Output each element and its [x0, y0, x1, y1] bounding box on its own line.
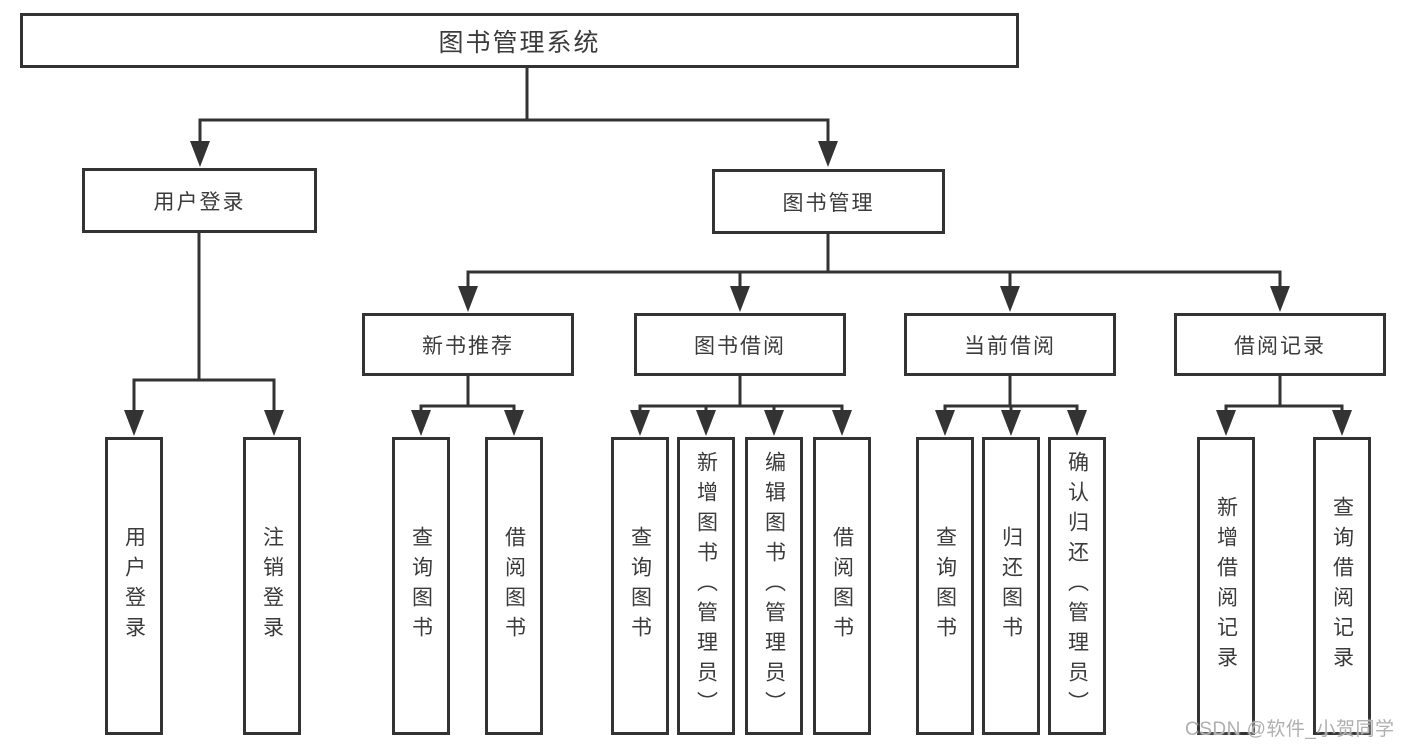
connector-new-book-rec-to-leaves: [419, 374, 516, 420]
node-book-borrow: 图书借阅: [634, 313, 846, 376]
leaf-borrow-book-recommend: 借阅图书: [485, 437, 543, 735]
leaf-add-book-admin: 新增图书（管理员）: [677, 437, 735, 735]
connector-root-to-level2: [198, 66, 830, 152]
connector-user-login-to-leaves: [132, 231, 276, 420]
leaf-user-login: 用户登录: [105, 437, 163, 735]
leaf-add-borrow-record: 新增借阅记录: [1197, 437, 1255, 735]
node-user-login: 用户登录: [82, 168, 317, 233]
node-book-management: 图书管理: [712, 169, 945, 234]
node-root-system: 图书管理系统: [20, 13, 1019, 68]
leaf-query-borrow-record: 查询借阅记录: [1313, 437, 1371, 735]
leaf-logout: 注销登录: [243, 437, 301, 735]
node-current-borrow: 当前借阅: [904, 313, 1116, 376]
leaf-return-book: 归还图书: [982, 437, 1040, 735]
csdn-watermark: CSDN @软件_小贺同学: [1185, 719, 1395, 740]
leaf-confirm-return-admin: 确认归还（管理员）: [1048, 437, 1106, 735]
arrowheads-leaves: [124, 410, 1352, 436]
leaf-query-book-current: 查询图书: [916, 437, 974, 735]
arrowheads-level2: [190, 141, 838, 167]
leaf-edit-book-admin: 编辑图书（管理员）: [745, 437, 803, 735]
leaf-query-book-recommend: 查询图书: [392, 437, 450, 735]
node-new-book-recommend: 新书推荐: [362, 313, 574, 376]
arrowheads-level3: [458, 286, 1290, 312]
connector-borrow-records-to-leaves: [1224, 374, 1344, 420]
connector-book-mgmt-to-level3: [466, 232, 1282, 298]
leaf-query-book-borrow: 查询图书: [611, 437, 669, 735]
leaf-borrow-book: 借阅图书: [813, 437, 871, 735]
node-borrow-records: 借阅记录: [1174, 313, 1386, 376]
connector-book-borrow-to-leaves: [638, 374, 844, 420]
